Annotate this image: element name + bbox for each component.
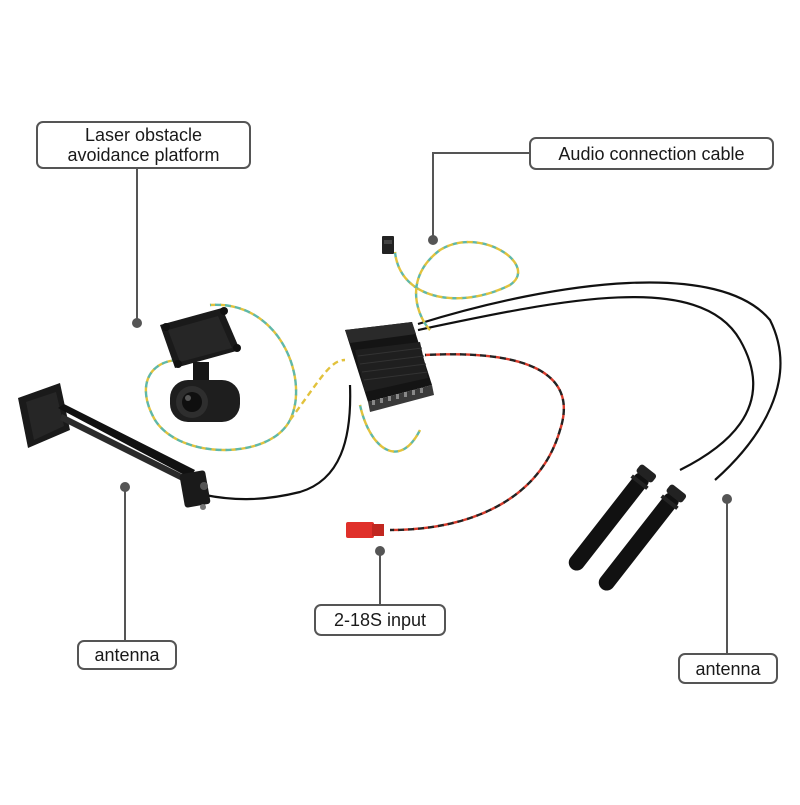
callout-laser-platform-text: Laser obstacle avoidance platform [67, 125, 219, 165]
leader-dot-antenna-right [722, 494, 732, 504]
whip-antenna-icon [568, 464, 687, 591]
label-audio-cable: Audio connection cable [558, 143, 745, 164]
label-antenna-left: antenna [94, 645, 160, 665]
cable-antenna-right-b [417, 281, 782, 481]
coax-cables [204, 281, 782, 501]
cable-antenna-right-a [417, 296, 755, 471]
label-power-input: 2-18S input [333, 610, 427, 630]
callout-antenna-right: antenna [678, 653, 778, 684]
leader-lines [120, 152, 732, 653]
cable-to-mount [204, 384, 352, 501]
callout-power-input: 2-18S input [314, 604, 446, 636]
callout-laser-platform: Laser obstacle avoidance platform [36, 121, 251, 169]
antenna-mount-icon [18, 383, 211, 510]
leader-audio [432, 152, 529, 238]
leader-dot-laser [132, 318, 142, 328]
transmitter-module-icon [345, 322, 434, 412]
leader-dot-input [375, 546, 385, 556]
audio-connector-icon [382, 236, 394, 254]
leader-dot-antenna-left [120, 482, 130, 492]
label-antenna-right: antenna [695, 658, 761, 679]
leader-dot-audio [428, 235, 438, 245]
label-laser-line2: avoidance platform [67, 145, 220, 165]
callout-audio-cable: Audio connection cable [529, 137, 774, 170]
callout-antenna-left: antenna [77, 640, 177, 670]
label-laser-line1: Laser obstacle [84, 125, 203, 145]
twisted-wires [144, 240, 566, 532]
laser-platform-icon [160, 307, 241, 422]
red-connector-icon [346, 522, 384, 538]
